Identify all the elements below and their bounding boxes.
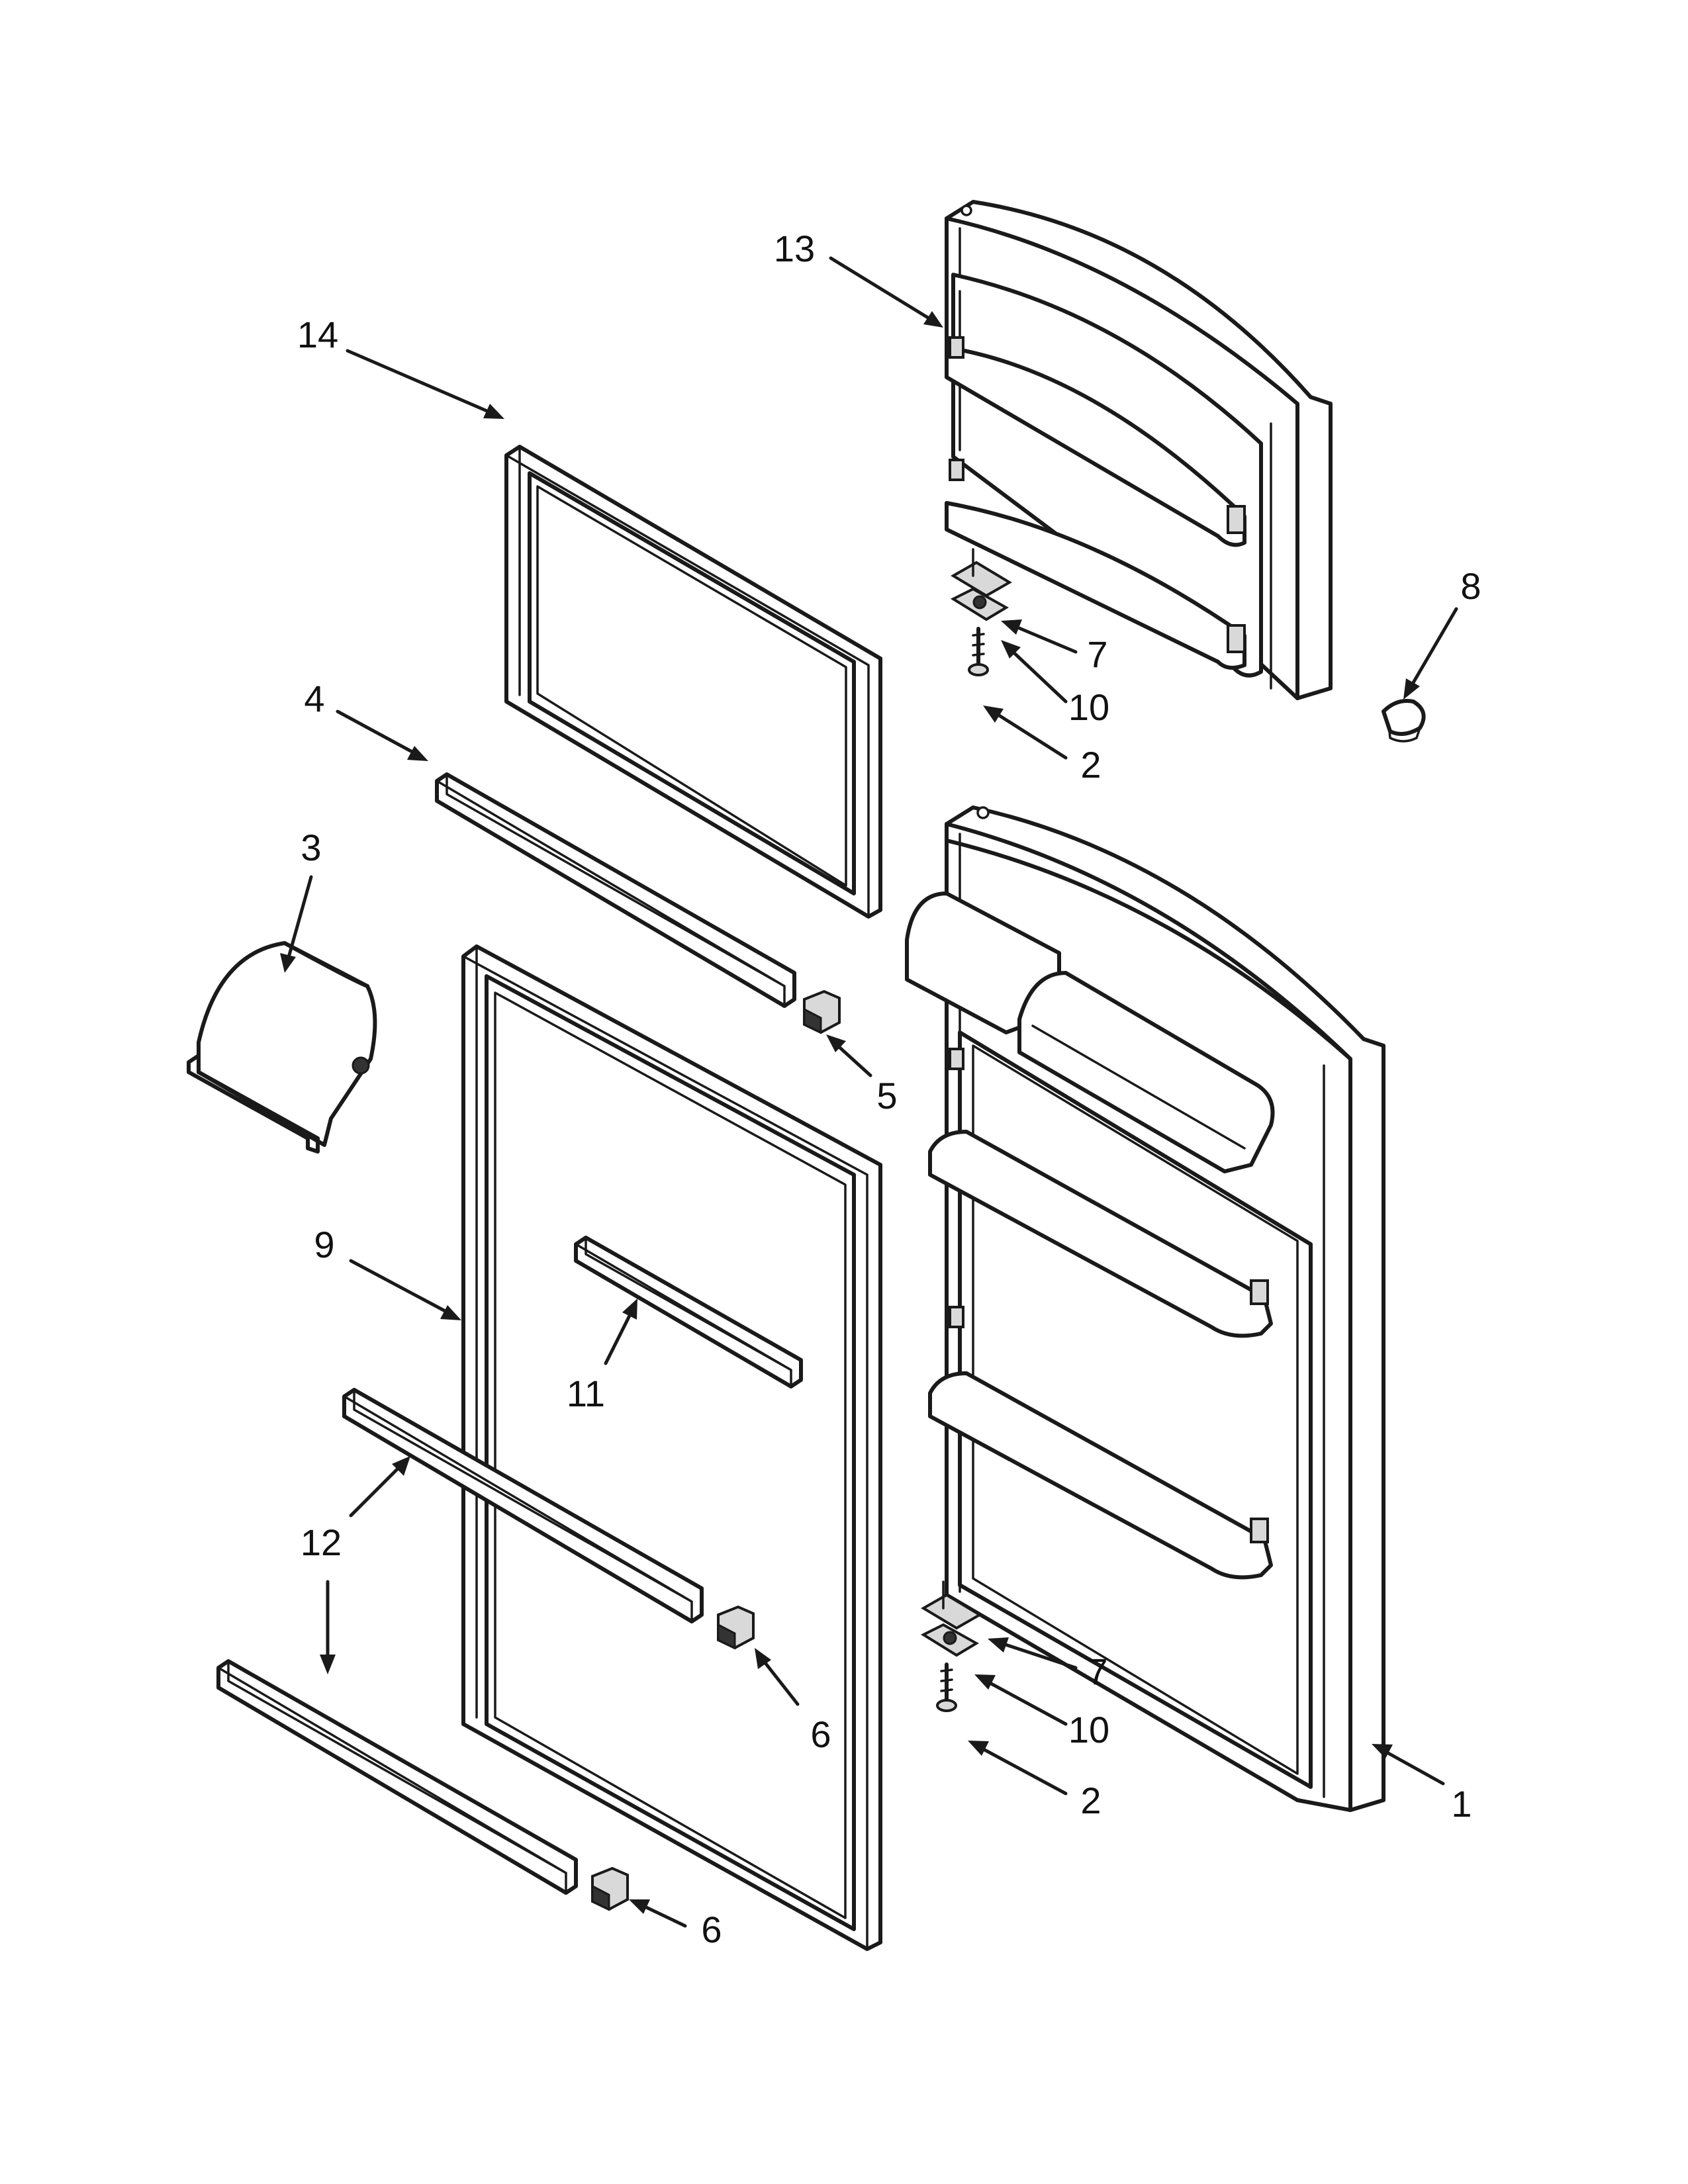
end-cap-part-6-bottom — [591, 1866, 629, 1911]
callout-14: 14 — [297, 314, 338, 355]
callout-2-bottom: 2 — [1080, 1780, 1101, 1821]
callout-4: 4 — [304, 678, 324, 719]
trim-strip-part-4 — [435, 772, 796, 1008]
end-cap-part-6-middle — [717, 1605, 755, 1650]
door-trim-part-12-lower — [216, 1659, 578, 1895]
plug-part-8 — [1382, 699, 1426, 743]
callout-7-top: 7 — [1087, 633, 1107, 675]
leader-lines — [280, 256, 1458, 1928]
callout-2-top: 2 — [1080, 744, 1101, 786]
fresh-food-gasket-part-9 — [461, 944, 882, 1951]
callout-3: 3 — [301, 827, 321, 868]
dairy-door-part-3 — [187, 941, 377, 1154]
callout-6-middle: 6 — [810, 1713, 831, 1755]
callout-13: 13 — [774, 228, 815, 269]
freezer-door-part-13 — [945, 200, 1333, 700]
callout-8: 8 — [1460, 565, 1481, 607]
door-trim-part-12-upper — [342, 1388, 704, 1623]
callout-7-bottom: 7 — [1087, 1651, 1107, 1692]
freezer-gasket-part-14 — [504, 445, 882, 919]
callout-9: 9 — [314, 1224, 334, 1265]
hinge-assembly-top — [950, 548, 1012, 676]
callout-1: 1 — [1451, 1783, 1472, 1825]
callout-5: 5 — [876, 1075, 897, 1116]
callout-10-top: 10 — [1068, 686, 1109, 728]
callout-10-bottom: 10 — [1068, 1709, 1109, 1751]
hinge-assembly-bottom — [920, 1580, 982, 1712]
end-cap-part-5 — [803, 989, 841, 1034]
fresh-food-door-part-1 — [905, 805, 1385, 1812]
callout-6-bottom: 6 — [701, 1909, 722, 1950]
callout-labels: 13 14 8 7 10 2 4 3 5 9 11 12 7 10 6 1 2 … — [297, 228, 1481, 1950]
callout-11: 11 — [567, 1373, 605, 1414]
door-trim-part-11 — [574, 1236, 803, 1388]
callout-12: 12 — [301, 1522, 342, 1563]
